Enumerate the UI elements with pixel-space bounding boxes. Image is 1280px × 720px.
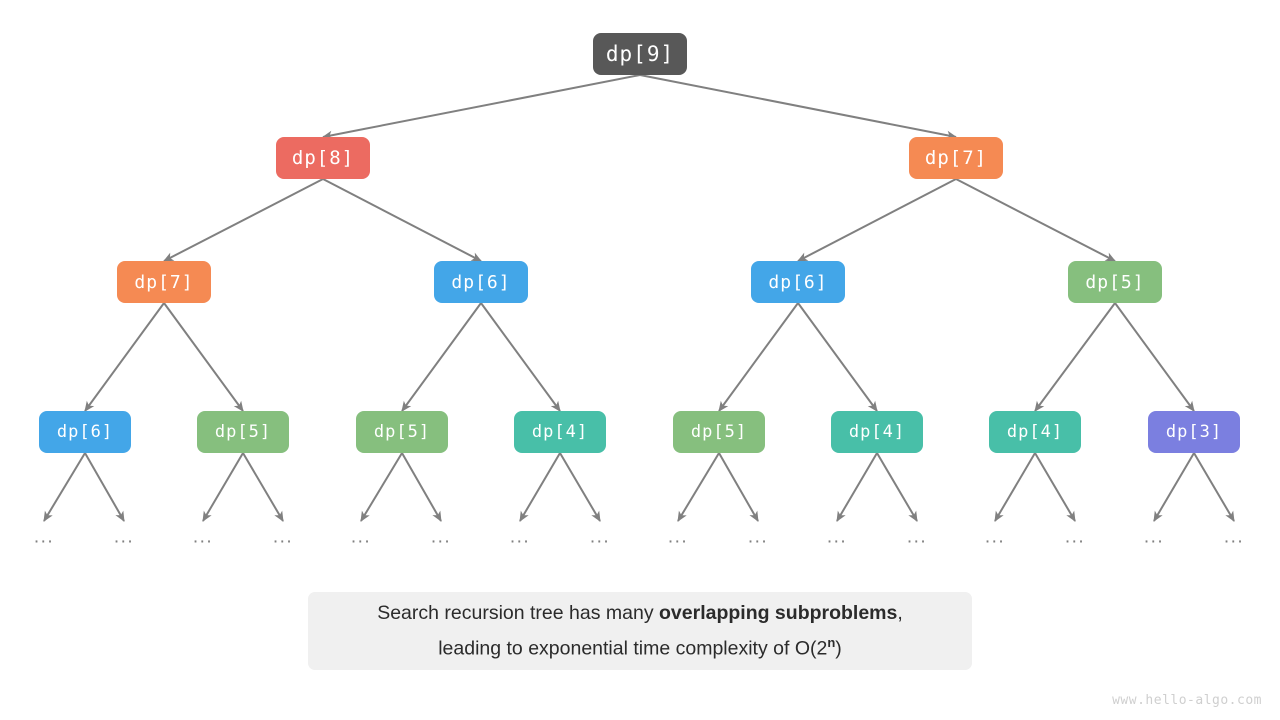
tree-edge bbox=[718, 452, 759, 522]
tree-edge bbox=[480, 302, 561, 412]
tree-node-label: dp[7] bbox=[924, 147, 988, 169]
tree-node-dp6-l2-1: dp[6] bbox=[434, 261, 528, 303]
tree-edge bbox=[43, 452, 86, 522]
tree-edge bbox=[1153, 452, 1195, 522]
ellipsis-marker: ... bbox=[350, 526, 372, 548]
ellipsis-marker: ... bbox=[747, 526, 769, 548]
tree-node-dp4-l3-3: dp[4] bbox=[514, 411, 606, 453]
tree-node-label: dp[4] bbox=[531, 422, 589, 442]
caption-line2-prefix: leading to exponential time complexity o… bbox=[438, 637, 828, 660]
tree-edge bbox=[401, 452, 442, 522]
tree-node-dp4-l3-6: dp[4] bbox=[989, 411, 1081, 453]
tree-node-dp6-l2-2: dp[6] bbox=[751, 261, 845, 303]
tree-node-label: dp[5] bbox=[690, 422, 748, 442]
ellipsis-marker: ... bbox=[906, 526, 928, 548]
ellipsis-marker: ... bbox=[113, 526, 135, 548]
tree-edge bbox=[955, 178, 1116, 262]
tree-edge bbox=[1193, 452, 1235, 522]
tree-edge bbox=[242, 452, 284, 522]
tree-edge bbox=[322, 178, 482, 262]
ellipsis-marker: ... bbox=[430, 526, 452, 548]
tree-node-label: dp[6] bbox=[451, 271, 511, 293]
tree-edge bbox=[559, 452, 601, 522]
tree-node-dp5-l3-1: dp[5] bbox=[197, 411, 289, 453]
caption-line1-suffix: , bbox=[897, 602, 903, 625]
tree-edge bbox=[321, 74, 641, 140]
tree-node-label: dp[5] bbox=[214, 422, 272, 442]
tree-node-dp9-l0-0: dp[9] bbox=[593, 33, 687, 75]
ellipsis-marker: ... bbox=[509, 526, 531, 548]
tree-node-label: dp[6] bbox=[56, 422, 114, 442]
caption-line1-prefix: Search recursion tree has many bbox=[377, 602, 659, 625]
ellipsis-marker: ... bbox=[984, 526, 1006, 548]
tree-edge bbox=[797, 178, 957, 262]
tree-node-dp5-l3-4: dp[5] bbox=[673, 411, 765, 453]
tree-edge bbox=[519, 452, 561, 522]
ellipsis-marker: ... bbox=[33, 526, 55, 548]
tree-node-label: dp[7] bbox=[134, 271, 194, 293]
caption-box: Search recursion tree has many overlappi… bbox=[308, 592, 972, 670]
caption-exponent: n bbox=[827, 635, 836, 651]
tree-node-label: dp[9] bbox=[605, 42, 675, 66]
tree-node-label: dp[4] bbox=[848, 422, 906, 442]
tree-edge bbox=[163, 178, 324, 262]
tree-node-dp7-l1-1: dp[7] bbox=[909, 137, 1003, 179]
ellipsis-marker: ... bbox=[1143, 526, 1165, 548]
tree-edge bbox=[84, 302, 165, 412]
tree-edge bbox=[639, 74, 958, 140]
tree-node-label: dp[6] bbox=[768, 271, 828, 293]
tree-node-label: dp[5] bbox=[1085, 271, 1145, 293]
ellipsis-marker: ... bbox=[589, 526, 611, 548]
tree-edge bbox=[797, 302, 878, 412]
tree-node-label: dp[5] bbox=[373, 422, 431, 442]
ellipsis-marker: ... bbox=[667, 526, 689, 548]
ellipsis-marker: ... bbox=[192, 526, 214, 548]
caption-line-2: leading to exponential time complexity o… bbox=[438, 628, 842, 664]
tree-node-dp5-l3-2: dp[5] bbox=[356, 411, 448, 453]
tree-edge bbox=[163, 302, 244, 412]
tree-node-dp6-l3-0: dp[6] bbox=[39, 411, 131, 453]
tree-node-dp7-l2-0: dp[7] bbox=[117, 261, 211, 303]
tree-edge bbox=[360, 452, 403, 522]
tree-node-dp4-l3-5: dp[4] bbox=[831, 411, 923, 453]
ellipsis-marker: ... bbox=[1223, 526, 1245, 548]
tree-edge bbox=[876, 452, 918, 522]
ellipsis-marker: ... bbox=[826, 526, 848, 548]
tree-node-dp3-l3-7: dp[3] bbox=[1148, 411, 1240, 453]
tree-edge bbox=[677, 452, 720, 522]
tree-node-dp8-l1-0: dp[8] bbox=[276, 137, 370, 179]
ellipsis-marker: ... bbox=[1064, 526, 1086, 548]
tree-edge bbox=[1114, 302, 1195, 412]
caption-line-1: Search recursion tree has many overlappi… bbox=[377, 598, 903, 628]
tree-node-label: dp[8] bbox=[291, 147, 355, 169]
tree-node-dp5-l2-3: dp[5] bbox=[1068, 261, 1162, 303]
caption-line1-bold: overlapping subproblems bbox=[659, 602, 898, 625]
tree-edge bbox=[1034, 302, 1116, 412]
tree-edge bbox=[84, 452, 125, 522]
ellipsis-marker: ... bbox=[272, 526, 294, 548]
tree-edge bbox=[1034, 452, 1076, 522]
tree-node-label: dp[4] bbox=[1006, 422, 1064, 442]
tree-edge bbox=[994, 452, 1036, 522]
tree-edge bbox=[836, 452, 878, 522]
watermark: www.hello-algo.com bbox=[1112, 693, 1262, 708]
tree-edge bbox=[718, 302, 799, 412]
tree-node-label: dp[3] bbox=[1165, 422, 1223, 442]
caption-line2-suffix: ) bbox=[835, 637, 842, 660]
tree-edge bbox=[401, 302, 482, 412]
tree-edge bbox=[202, 452, 244, 522]
